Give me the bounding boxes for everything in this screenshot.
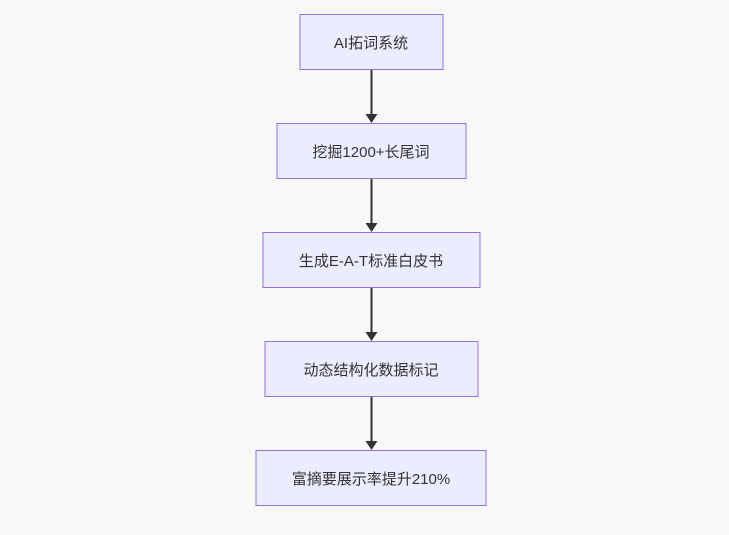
flowchart-node-3: 生成E-A-T标准白皮书 (262, 232, 480, 288)
edge-line (370, 179, 372, 224)
node-label: AI拓词系统 (333, 34, 409, 52)
arrowhead-down-icon (365, 332, 377, 341)
flowchart-edge-4 (365, 397, 377, 450)
flowchart-node-5: 富摘要展示率提升210% (255, 450, 487, 506)
flowchart-edge-2 (365, 179, 377, 232)
node-label: 富摘要展示率提升210% (291, 470, 451, 488)
flowchart-edge-3 (365, 288, 377, 341)
flowchart: AI拓词系统 挖掘1200+长尾词 生成E-A-T标准白皮书 动态结构化数据标记 (255, 14, 487, 506)
arrowhead-down-icon (365, 223, 377, 232)
flowchart-edge-1 (365, 70, 377, 123)
edge-line (370, 397, 372, 442)
flowchart-node-2: 挖掘1200+长尾词 (276, 123, 466, 179)
node-label: 挖掘1200+长尾词 (312, 143, 430, 161)
edge-line (370, 288, 372, 333)
node-label: 动态结构化数据标记 (303, 361, 439, 379)
flowchart-node-4: 动态结构化数据标记 (264, 341, 478, 397)
arrowhead-down-icon (365, 114, 377, 123)
flowchart-node-1: AI拓词系统 (299, 14, 443, 70)
node-label: 生成E-A-T标准白皮书 (298, 252, 444, 270)
arrowhead-down-icon (365, 441, 377, 450)
edge-line (370, 70, 372, 115)
